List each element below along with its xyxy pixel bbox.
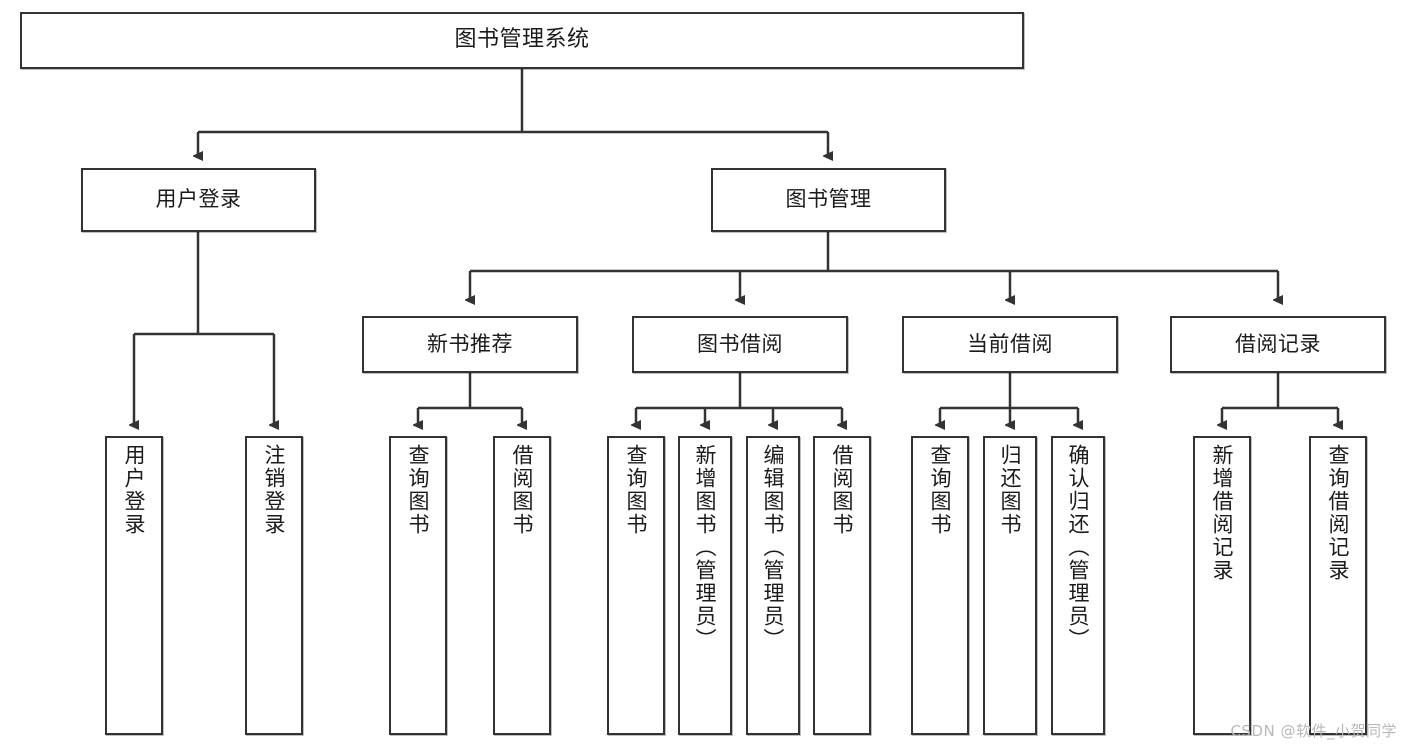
node-leaf-query-book-2[interactable]: 查询图书 [607,436,665,735]
node-book-manage[interactable]: 图书管理 [711,168,946,232]
node-borrow-record-label: 借阅记录 [1235,331,1321,356]
node-leaf-confirm-return-label: 确认归还（管理员） [1066,444,1091,651]
node-leaf-edit-book[interactable]: 编辑图书（管理员） [746,436,800,735]
node-leaf-user-logout-label: 注销登录 [262,444,287,536]
node-leaf-borrow-book-1-label: 借阅图书 [510,444,535,536]
watermark: CSDN @软件_小贺同学 [1230,722,1397,740]
node-leaf-add-record[interactable]: 新增借阅记录 [1193,436,1251,735]
node-leaf-query-book-3[interactable]: 查询图书 [911,436,969,735]
node-leaf-add-book[interactable]: 新增图书（管理员） [678,436,732,735]
node-new-book-recommend[interactable]: 新书推荐 [362,316,578,373]
node-borrow-record[interactable]: 借阅记录 [1170,316,1386,373]
node-current-borrow-label: 当前借阅 [967,331,1053,356]
node-leaf-query-book-3-label: 查询图书 [928,444,953,536]
node-leaf-query-book-1[interactable]: 查询图书 [389,436,447,735]
node-book-manage-label: 图书管理 [785,187,872,212]
node-user-login-label: 用户登录 [155,187,242,212]
node-new-book-recommend-label: 新书推荐 [427,331,513,356]
node-leaf-user-login[interactable]: 用户登录 [105,436,163,735]
node-leaf-query-book-2-label: 查询图书 [624,444,649,536]
node-leaf-borrow-book-2[interactable]: 借阅图书 [813,436,871,735]
node-leaf-edit-book-label: 编辑图书（管理员） [761,444,786,651]
node-current-borrow[interactable]: 当前借阅 [902,316,1118,373]
node-leaf-add-book-label: 新增图书（管理员） [693,444,718,651]
node-book-borrow[interactable]: 图书借阅 [632,316,848,373]
node-leaf-borrow-book-2-label: 借阅图书 [830,444,855,536]
node-book-borrow-label: 图书借阅 [697,331,783,356]
node-leaf-add-record-label: 新增借阅记录 [1210,444,1235,582]
node-root[interactable]: 图书管理系统 [20,12,1024,69]
node-leaf-user-login-label: 用户登录 [122,444,147,536]
node-leaf-return-book[interactable]: 归还图书 [983,436,1037,735]
node-root-label: 图书管理系统 [454,27,590,53]
node-leaf-return-book-label: 归还图书 [998,444,1023,536]
node-leaf-query-record[interactable]: 查询借阅记录 [1309,436,1367,735]
node-leaf-query-record-label: 查询借阅记录 [1326,444,1351,582]
node-user-login[interactable]: 用户登录 [81,168,316,232]
node-leaf-query-book-1-label: 查询图书 [406,444,431,536]
node-leaf-borrow-book-1[interactable]: 借阅图书 [493,436,551,735]
node-leaf-user-logout[interactable]: 注销登录 [245,436,303,735]
node-leaf-confirm-return[interactable]: 确认归还（管理员） [1051,436,1105,735]
